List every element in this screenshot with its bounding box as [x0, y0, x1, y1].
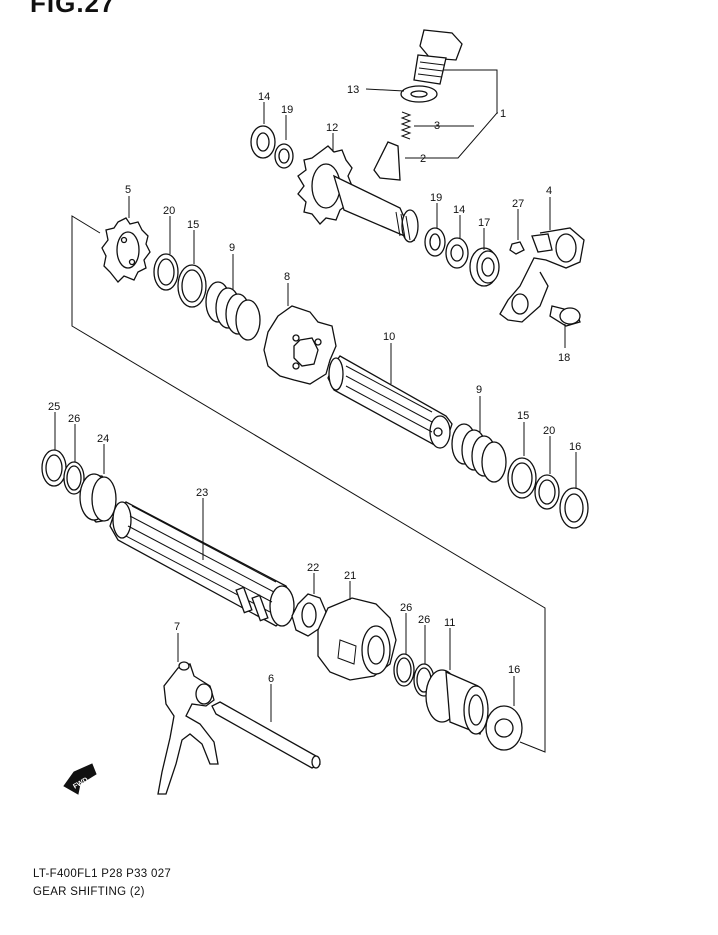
callout-27: 27 [512, 198, 524, 210]
callout-20-upper: 20 [163, 205, 175, 217]
assembly-bracket-1 [405, 69, 498, 159]
cam-driven-gear-part-5 [101, 217, 151, 283]
callout-8: 8 [284, 271, 290, 283]
washer-part-16-lower [485, 705, 523, 751]
washer-part-15-lower [507, 457, 537, 499]
leader-lines [54, 88, 577, 722]
washer-part-16-middle [559, 487, 589, 529]
callout-16-middle: 16 [569, 441, 581, 453]
callout-22: 22 [307, 562, 319, 574]
gearshift-shaft-part-12 [297, 145, 419, 243]
callout-20-lower: 20 [543, 425, 555, 437]
bushing-part-24 [79, 473, 117, 523]
fork-shaft-part-6 [211, 701, 321, 769]
callout-26-right-a: 26 [400, 602, 412, 614]
spring-part-3 [400, 111, 412, 140]
pin-part-2 [373, 141, 401, 181]
assembly-boundary-lines [71, 215, 546, 753]
washer-part-14-right [445, 237, 469, 269]
bolt-part [413, 29, 463, 85]
callout-18: 18 [558, 352, 570, 364]
shift-arm-part-4 [499, 227, 585, 323]
callout-26-left: 26 [68, 413, 80, 425]
spring-part-9-upper [205, 281, 261, 341]
callout-6: 6 [268, 673, 274, 685]
callout-12: 12 [326, 122, 338, 134]
circlip-part-26-left [63, 461, 85, 495]
shift-fork-part-7 [157, 661, 219, 795]
callout-24: 24 [97, 433, 109, 445]
callout-1: 1 [500, 108, 506, 120]
diagram-name: GEAR SHIFTING (2) [33, 886, 145, 898]
callout-25: 25 [48, 401, 60, 413]
callout-13: 13 [347, 84, 359, 96]
callout-15-upper: 15 [187, 219, 199, 231]
bushing-part-11 [425, 669, 489, 735]
callout-21: 21 [344, 570, 356, 582]
callout-5: 5 [125, 184, 131, 196]
circlip-part-20-upper [153, 253, 179, 291]
screw-part-27 [509, 241, 525, 255]
callout-9-lower: 9 [476, 384, 482, 396]
cam-part-21 [317, 597, 397, 681]
bearing-part-17 [469, 247, 500, 287]
callout-9-upper: 9 [229, 242, 235, 254]
gear-shift-cam-part-8 [263, 305, 337, 385]
cam-shaft-part-10 [327, 355, 453, 449]
callout-19-right: 19 [430, 192, 442, 204]
callout-7: 7 [174, 621, 180, 633]
callout-17: 17 [478, 217, 490, 229]
bolt-part-18 [549, 305, 581, 327]
washer-part-14-upper [250, 125, 276, 159]
callout-11: 11 [444, 617, 455, 629]
model-code: LT-F400FL1 P28 P33 027 [33, 868, 172, 880]
circlip-part-26-right-a [393, 653, 415, 687]
callout-4: 4 [546, 185, 552, 197]
circlip-part-19-right [424, 227, 446, 257]
callout-labels: 13 1 3 2 14 19 12 5 20 15 9 19 14 17 27 … [48, 84, 581, 685]
callout-23: 23 [196, 487, 208, 499]
washer-part-15-upper [177, 264, 207, 308]
circlip-part-20-lower [534, 474, 560, 510]
fwd-arrow-icon: FWD [63, 763, 97, 795]
circlip-part-25 [41, 449, 67, 487]
callout-2: 2 [420, 153, 426, 165]
spring-part-9-lower [451, 423, 507, 483]
callout-16-lower: 16 [508, 664, 520, 676]
callout-10: 10 [383, 331, 395, 343]
callout-14-right: 14 [453, 204, 465, 216]
callout-19-upper: 19 [281, 104, 293, 116]
figure-title: FIG.27 [30, 0, 116, 18]
washer-part-13 [400, 85, 438, 103]
callout-26-right-b: 26 [418, 614, 430, 626]
circlip-part-19-upper [274, 143, 294, 169]
callout-15-lower: 15 [517, 410, 529, 422]
shift-cam-shaft-part-23 [109, 501, 295, 627]
callout-3: 3 [434, 120, 440, 132]
callout-14-upper: 14 [258, 91, 270, 103]
